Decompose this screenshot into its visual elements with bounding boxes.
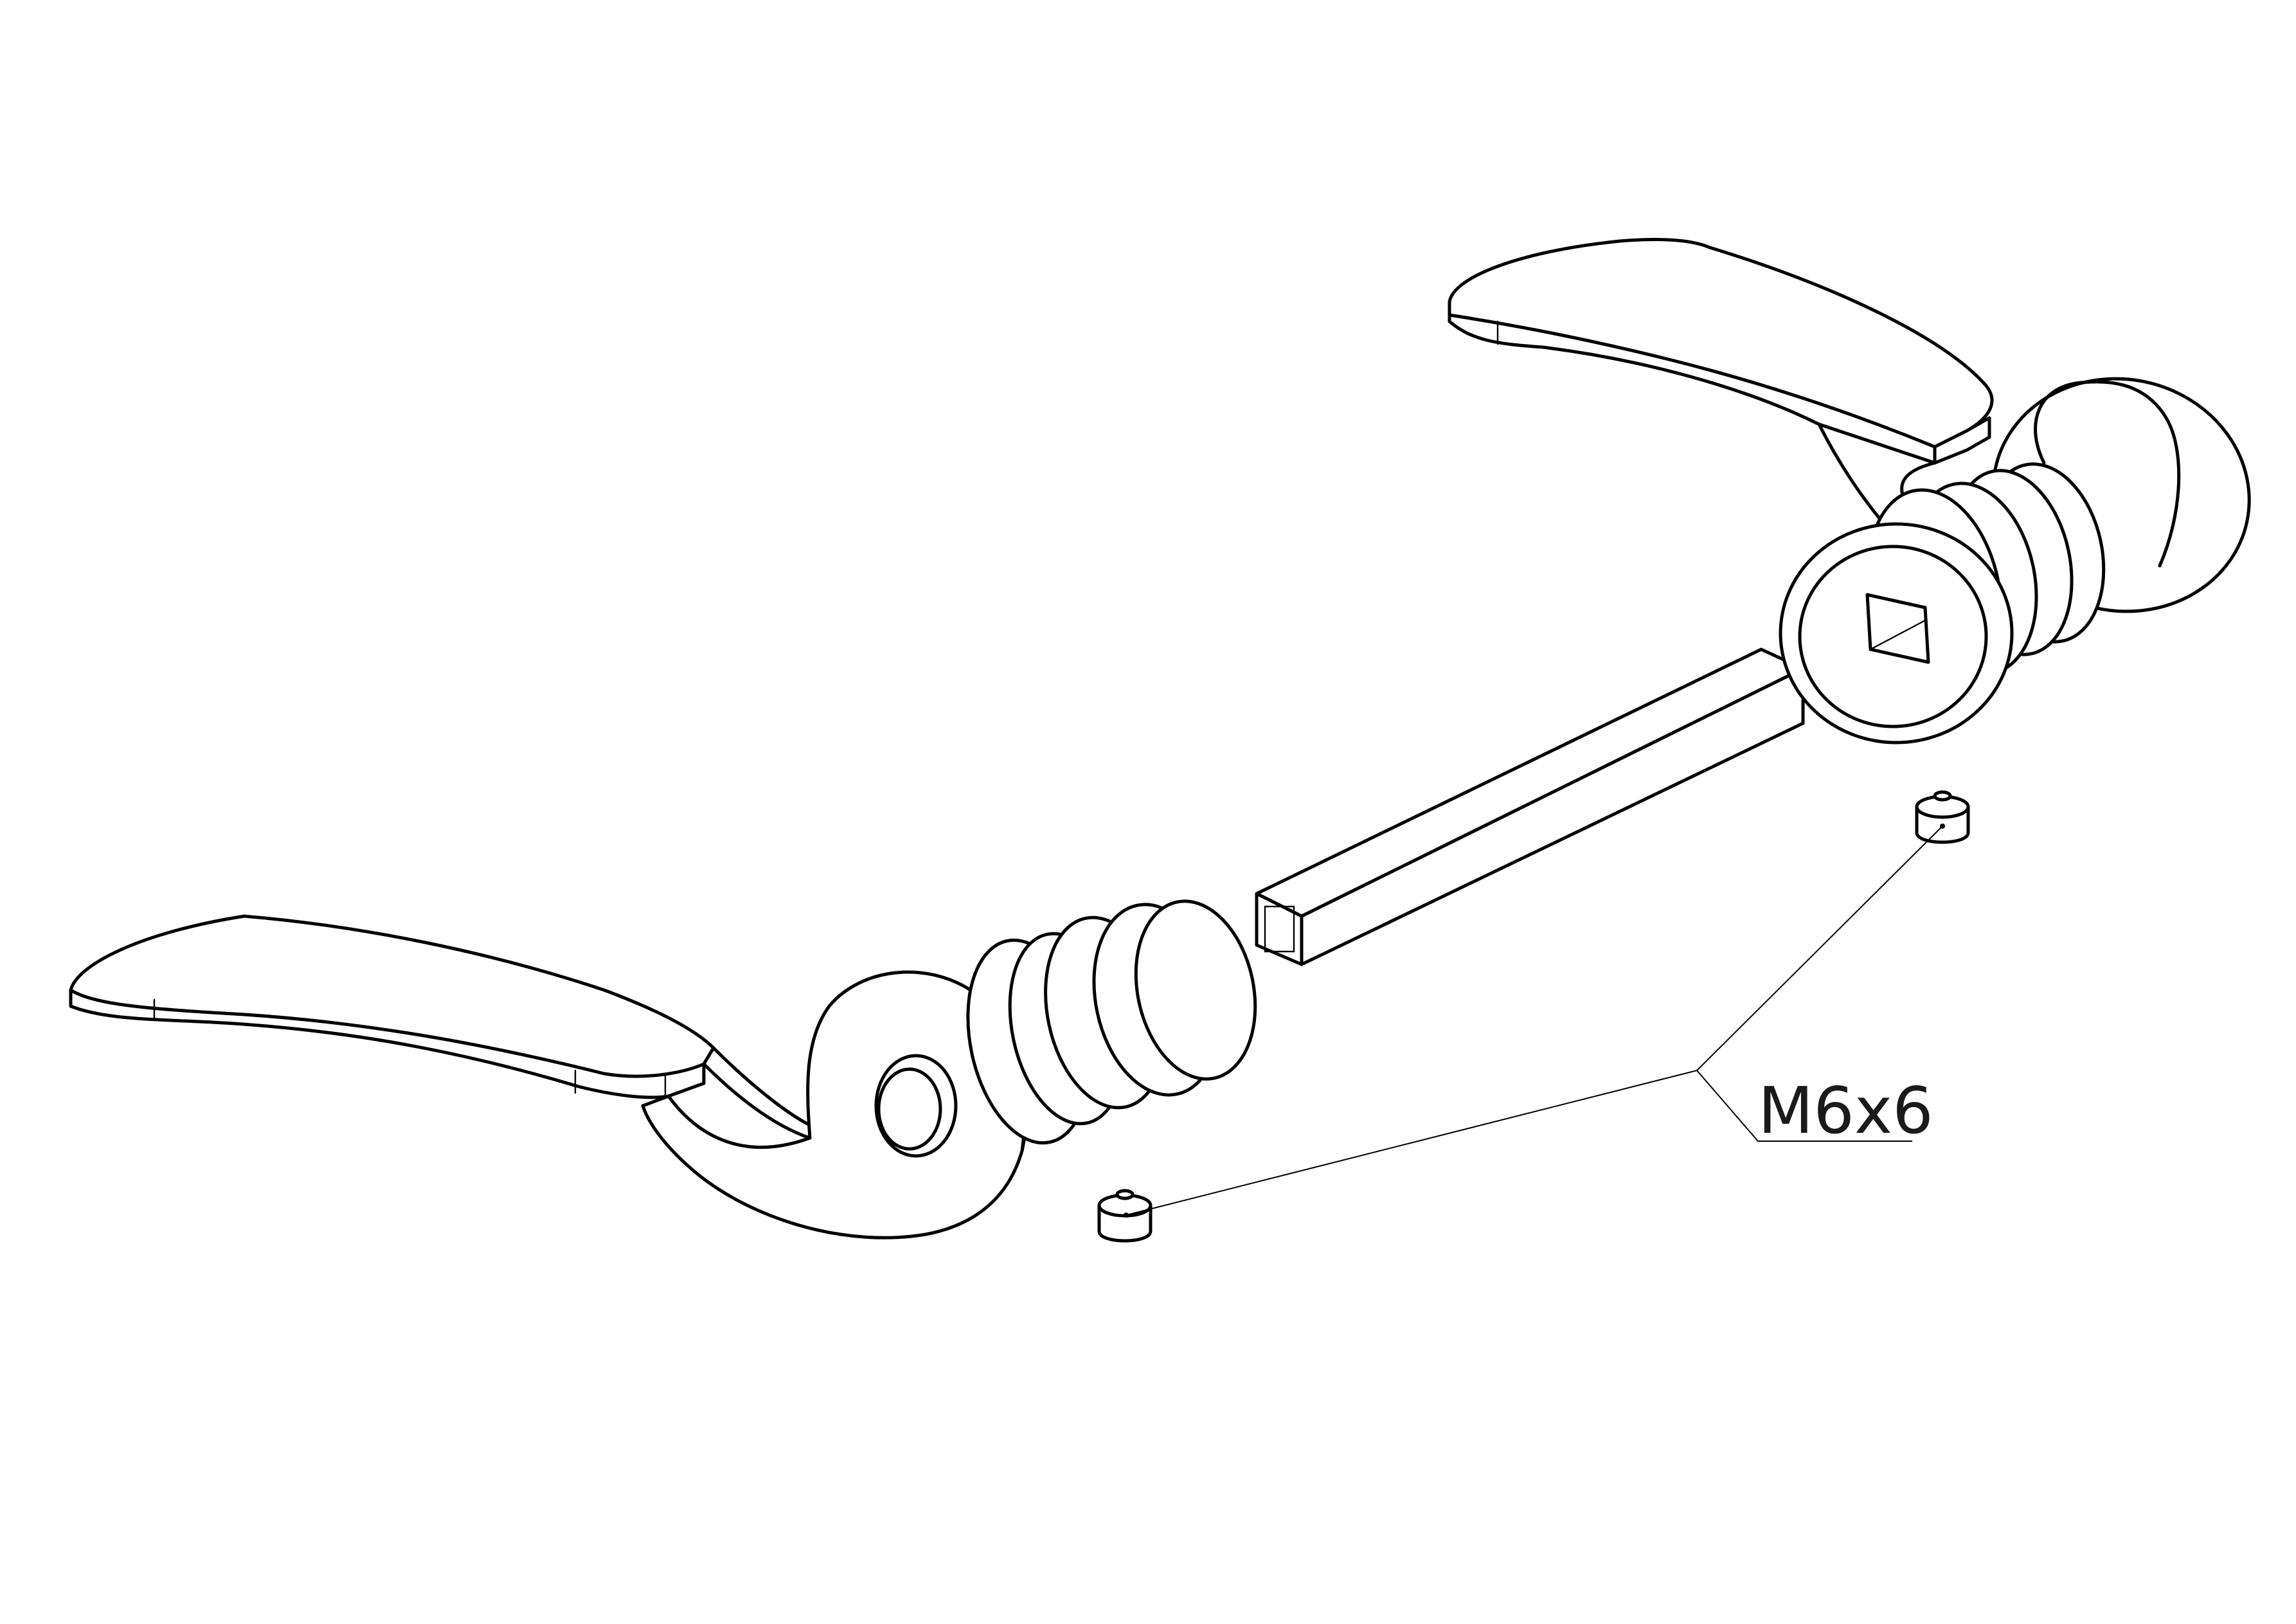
spindle-side-face [1300, 667, 1805, 966]
right-square-socket [1865, 593, 1930, 664]
spindle-end-inner [1264, 905, 1295, 953]
callout-m6x6: M6x6 [1126, 826, 1943, 1216]
left-lever-handle [69, 899, 1257, 1240]
callout-leader-right [1696, 826, 1943, 1071]
left-lever-arm-bottom [69, 988, 706, 1099]
spindle-top-face [1255, 647, 1805, 918]
set-screw-right-socket [1933, 790, 1952, 802]
set-screw-right [1915, 790, 1970, 844]
set-screw-left-socket [1115, 1189, 1135, 1200]
set-screw-left [1097, 1189, 1152, 1243]
left-boss-ring-5 [1134, 899, 1257, 1081]
callout-leader-shelf [1696, 1070, 1912, 1142]
right-lever-handle [1448, 237, 2251, 744]
left-rose-screw-hole-inner [877, 1067, 942, 1151]
right-lever-arm-bottom [1448, 300, 1937, 465]
left-rose [641, 970, 1028, 1240]
right-square-socket-diagonal [1869, 619, 1926, 651]
right-rose-rim [2034, 380, 2181, 568]
left-lever-arm-top [69, 914, 715, 1078]
left-lever-neck [702, 1046, 812, 1140]
callout-label: M6x6 [1758, 1073, 1933, 1148]
callout-leader-left [1126, 1070, 1698, 1216]
square-spindle [1255, 647, 1805, 966]
spindle-end-face [1255, 892, 1304, 966]
